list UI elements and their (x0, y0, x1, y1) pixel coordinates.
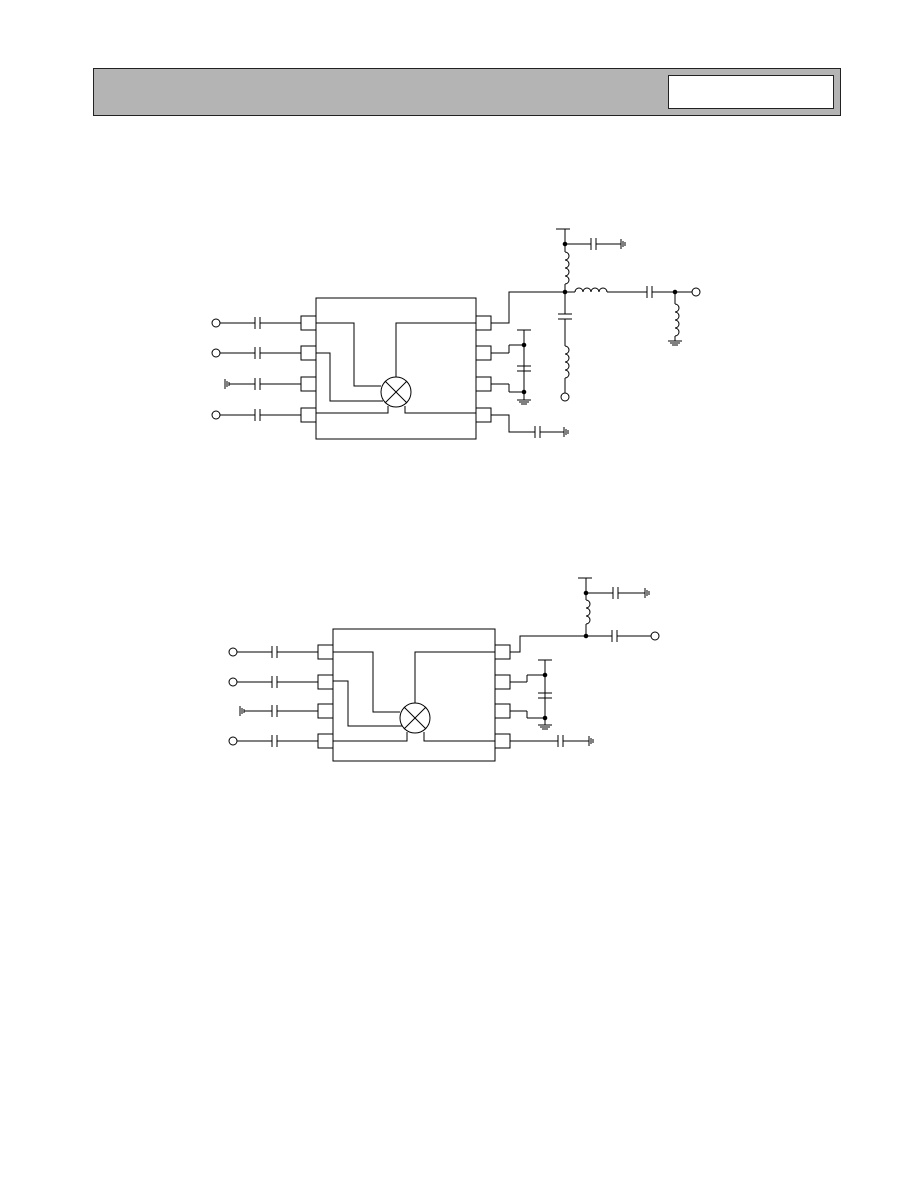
mixer-symbol-2 (399, 702, 431, 734)
ground-input-3 (224, 378, 301, 390)
input-port-1 (211, 317, 301, 329)
mixer-symbol (380, 376, 412, 408)
ic-pin-1 (300, 315, 317, 331)
input-port-4 (211, 409, 301, 421)
ic-body-2 (332, 628, 496, 762)
ic-pin-6 (475, 376, 492, 392)
ic-pin-2 (300, 345, 317, 361)
header-bar (93, 68, 841, 116)
pin5-bypass-cap (491, 414, 569, 438)
ic-pin-3 (300, 376, 317, 392)
ic-pin-5 (475, 407, 492, 423)
ic-pin-4 (300, 407, 317, 423)
pin7-pin6-decoupling (491, 329, 531, 405)
ic-pin-8 (475, 315, 492, 331)
schematic-circuit-2 (228, 577, 660, 762)
header-part-number-box (668, 75, 834, 109)
input-port-2 (211, 347, 301, 359)
ic-body (315, 297, 477, 440)
ic-pin-7 (475, 345, 492, 361)
output-network (491, 228, 701, 402)
